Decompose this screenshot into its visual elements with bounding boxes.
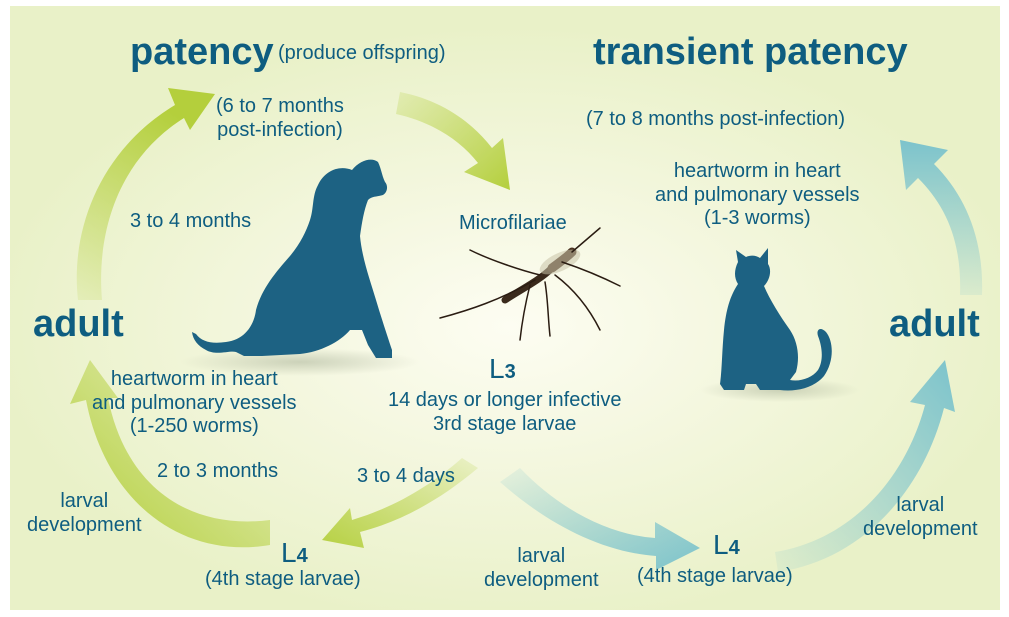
cat-silhouette-icon xyxy=(720,248,832,390)
transient-patency-title: transient patency xyxy=(593,30,908,75)
cat-l4-symbol: L4 xyxy=(713,528,740,561)
l3-symbol: L3 xyxy=(489,352,516,385)
patency-subtitle: (produce offspring) xyxy=(278,42,446,66)
transmission-time: 3 to 4 days xyxy=(357,465,455,489)
mosquito-larval-development: larval development xyxy=(484,545,599,592)
dog-heartworm-note: heartworm in heart and pulmonary vessels… xyxy=(92,368,297,439)
dog-l4-caption: (4th stage larvae) xyxy=(205,568,361,592)
dog-l4-molt-time: 2 to 3 months xyxy=(157,460,278,484)
l3-caption: 14 days or longer infective 3rd stage la… xyxy=(388,389,621,436)
cat-larval-development: larval development xyxy=(863,494,978,541)
dog-larval-development: larval development xyxy=(27,490,142,537)
dog-maturation-time: 3 to 4 months xyxy=(130,210,251,234)
patency-title: patency xyxy=(130,30,274,75)
dog-adult-label: adult xyxy=(33,302,124,347)
cat-patency-time: (7 to 8 months post-infection) xyxy=(586,108,845,132)
dog-patency-time: (6 to 7 months post-infection) xyxy=(216,95,344,142)
cycle-arrow-icon xyxy=(900,140,982,295)
cycle-arrow-icon xyxy=(77,88,215,300)
dog-l4-symbol: L4 xyxy=(281,536,308,569)
microfilariae-label: Microfilariae xyxy=(459,212,567,236)
cycle-arrow-icon xyxy=(396,92,510,190)
cat-adult-label: adult xyxy=(889,302,980,347)
cat-heartworm-note: heartworm in heart and pulmonary vessels… xyxy=(655,160,860,231)
cat-l4-caption: (4th stage larvae) xyxy=(637,565,793,589)
dog-silhouette-icon xyxy=(192,160,392,358)
mosquito-icon xyxy=(440,228,620,340)
